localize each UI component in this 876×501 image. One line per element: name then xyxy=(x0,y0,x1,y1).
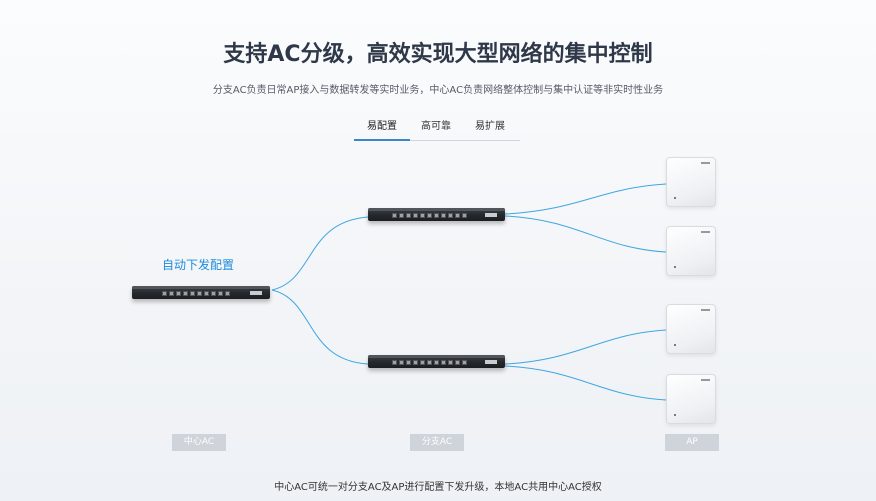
feature-tabs: 易配置 高可靠 易扩展 xyxy=(354,118,520,141)
link-branch-top-to-ap-1 xyxy=(504,183,667,215)
footer-description: 中心AC可统一对分支AC及AP进行配置下发升级，本地AC共用中心AC授权 xyxy=(274,482,602,493)
link-branch-top-to-ap-2 xyxy=(504,215,667,253)
branch-ac-device-bottom xyxy=(368,355,505,368)
tab-high-reliability[interactable]: 高可靠 xyxy=(421,121,451,132)
link-center-to-branch-top xyxy=(271,216,369,291)
page-subtitle: 分支AC负责日常AP接入与数据转发等实时业务，中心AC负责网络整体控制与集中认证… xyxy=(212,85,664,96)
ap-device-3 xyxy=(666,304,716,354)
label-center-ac: 中心AC xyxy=(172,434,226,451)
link-center-to-branch-bottom xyxy=(271,289,369,365)
ap-device-4 xyxy=(666,374,716,424)
tab-easy-expansion[interactable]: 易扩展 xyxy=(475,121,505,132)
ap-device-1 xyxy=(666,157,716,207)
center-ac-device xyxy=(132,286,270,299)
link-branch-bottom-to-ap-4 xyxy=(504,365,667,401)
branch-ac-device-top xyxy=(368,208,505,221)
label-ap: AP xyxy=(665,434,719,451)
tab-easy-config[interactable]: 易配置 xyxy=(367,121,397,132)
page-title: 支持AC分级，高效实现大型网络的集中控制 xyxy=(223,42,653,67)
label-branch-ac: 分支AC xyxy=(410,434,464,451)
ap-device-2 xyxy=(666,226,716,276)
active-tab-underline xyxy=(354,139,410,141)
auto-config-annotation: 自动下发配置 xyxy=(162,258,235,272)
link-branch-bottom-to-ap-3 xyxy=(504,329,667,365)
